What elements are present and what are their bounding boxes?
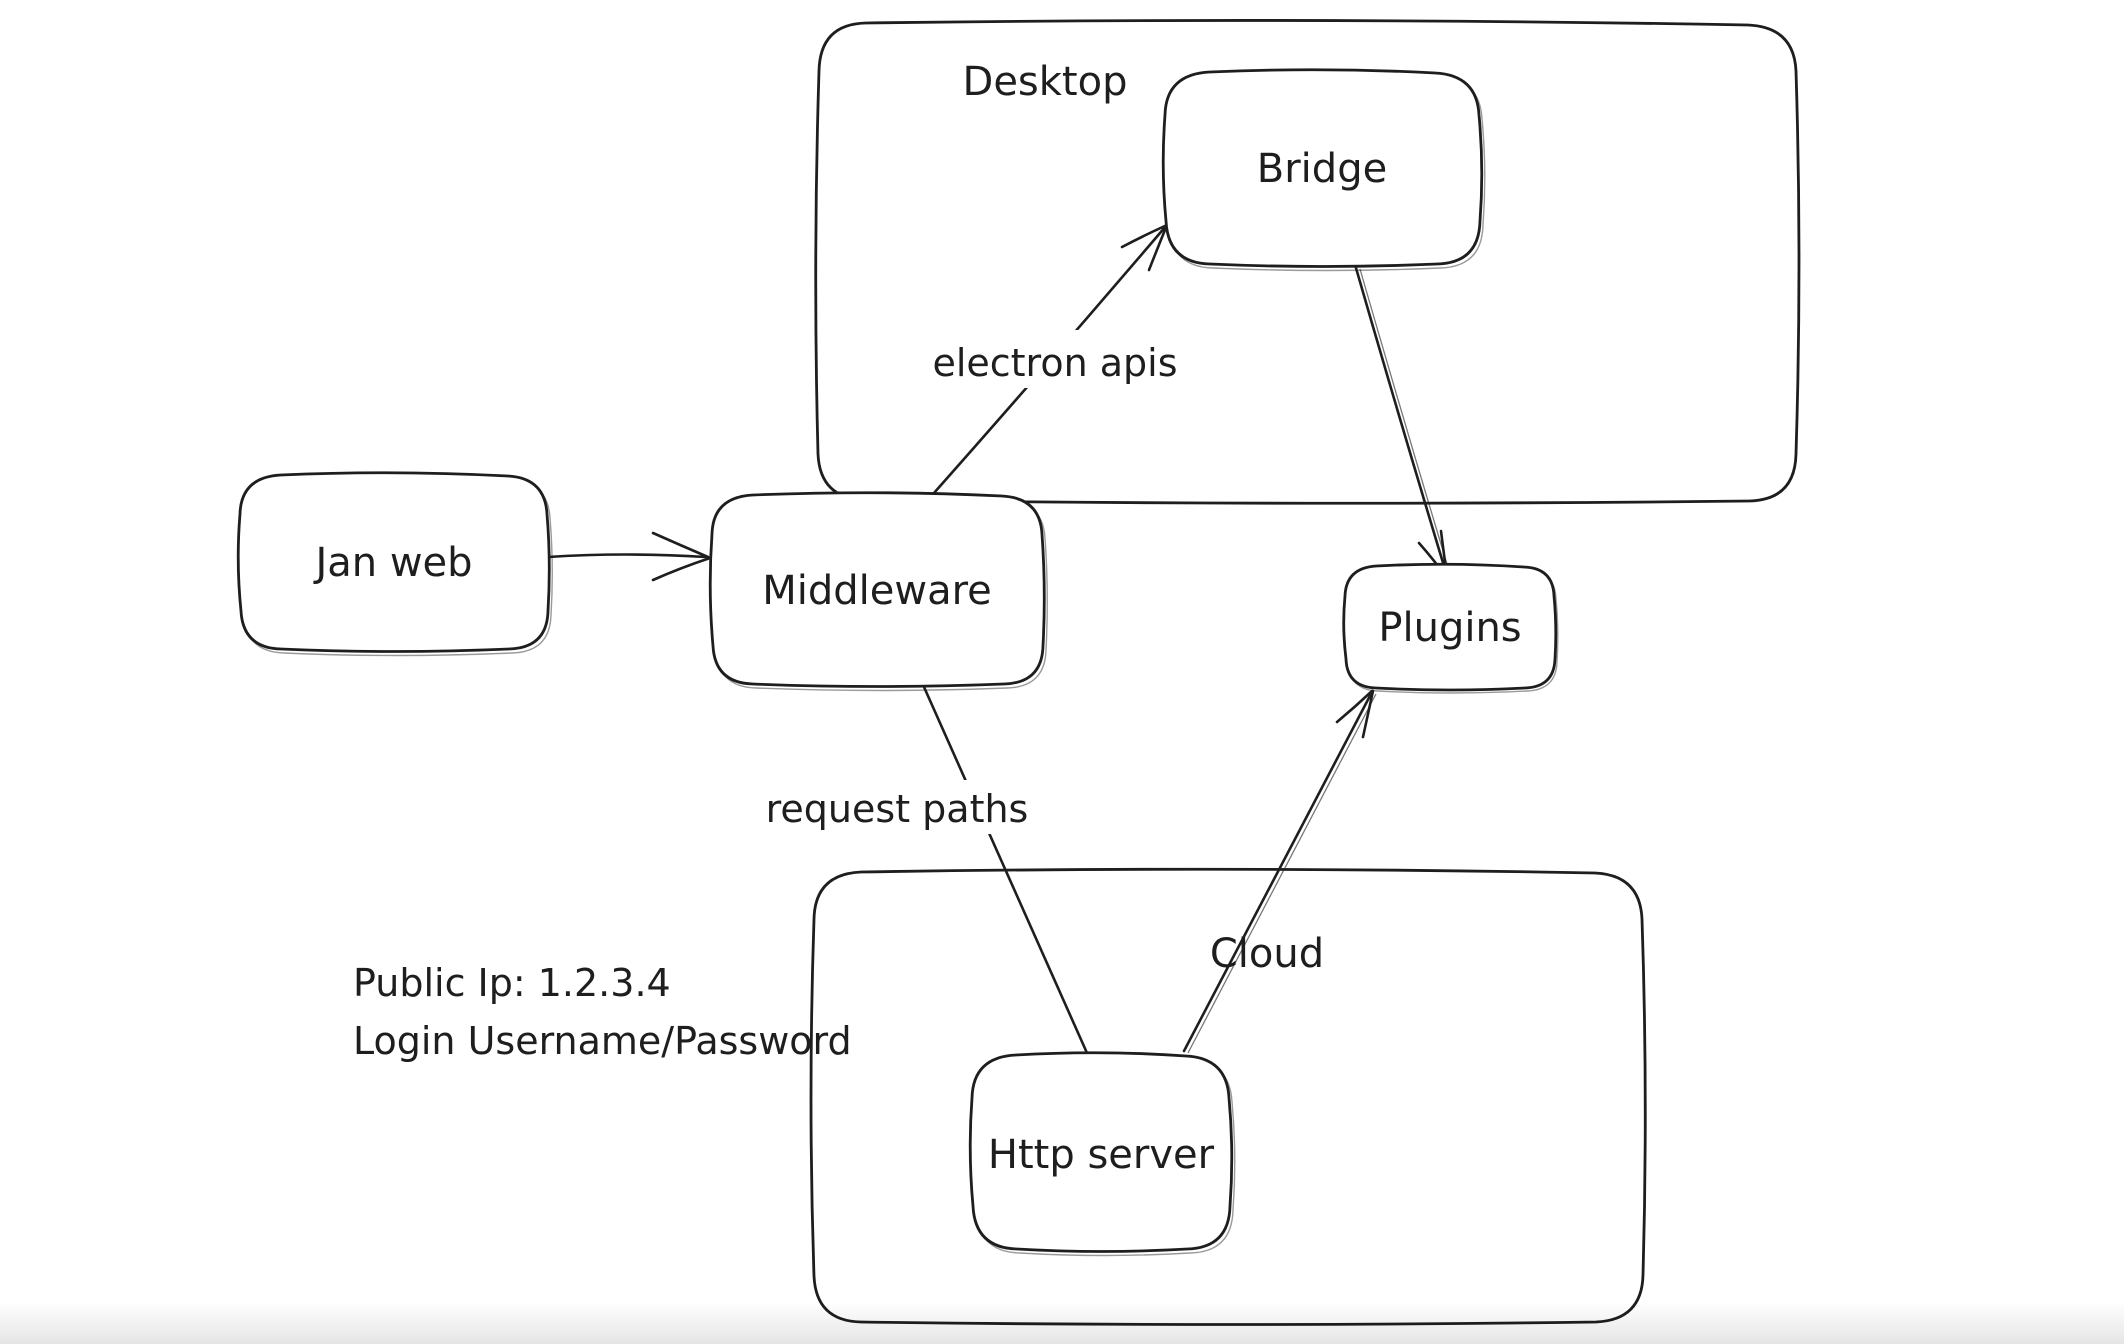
arrowhead-jan-web-to-middleware [651,531,712,582]
edge-http-server-to-plugins-line[interactable] [1182,690,1374,1053]
http-server-box[interactable] [968,1051,1234,1253]
edge-label-electron-apis: electron apis [932,341,1177,385]
middleware-box[interactable] [708,491,1046,688]
edge-jan-web-to-middleware[interactable] [546,531,712,582]
annotation-public-ip: Public Ip: 1.2.3.4 [353,961,671,1005]
edge-http-server-to-plugins-sketch-line [1187,693,1377,1054]
cloud-container-box[interactable] [809,867,1647,1326]
node-http-server[interactable]: Http server [968,1051,1236,1257]
edge-label-bg-request-paths [748,780,1046,834]
edge-middleware-to-bridge[interactable]: electron apis [925,223,1185,495]
edge-http-server-to-plugins[interactable] [1182,689,1377,1054]
edge-jan-web-to-middleware-line[interactable] [546,553,708,559]
plugins-box[interactable] [1342,562,1558,692]
edge-label-request-paths: request paths [766,787,1029,831]
bridge-box[interactable] [1161,68,1484,268]
middleware-label: Middleware [762,568,992,614]
http-server-label: Http server [988,1132,1215,1178]
node-plugins[interactable]: Plugins [1342,562,1559,694]
edge-label-bg-electron-apis [925,330,1185,388]
annotation-login-credentials: Login Username/Password [353,1019,852,1063]
node-middleware[interactable]: Middleware [708,491,1048,692]
container-desktop[interactable]: Desktop [814,19,1801,505]
desktop-container-box[interactable] [814,19,1801,505]
node-jan-web[interactable]: Jan web [236,471,553,657]
desktop-container-label: Desktop [963,59,1128,105]
edge-middleware-to-http-server[interactable]: request paths [748,685,1089,1055]
arrowhead-http-server-to-plugins [1335,689,1375,739]
plugins-label: Plugins [1378,605,1521,651]
jan-web-label: Jan web [312,540,472,586]
container-cloud[interactable] [809,867,1647,1326]
edge-bridge-to-plugins[interactable] [1354,266,1451,580]
jan-web-box[interactable] [236,471,551,653]
bridge-label: Bridge [1257,146,1387,192]
edge-bridge-to-plugins-sketch-line [1359,268,1451,575]
node-bridge[interactable]: Bridge [1161,68,1486,272]
cloud-container-label: Cloud [1210,931,1324,977]
edge-bridge-to-plugins-line[interactable] [1354,266,1449,578]
edge-middleware-to-http-server-line[interactable] [922,685,1089,1055]
annotation-block[interactable]: Public Ip: 1.2.3.4 Login Username/Passwo… [353,961,852,1063]
